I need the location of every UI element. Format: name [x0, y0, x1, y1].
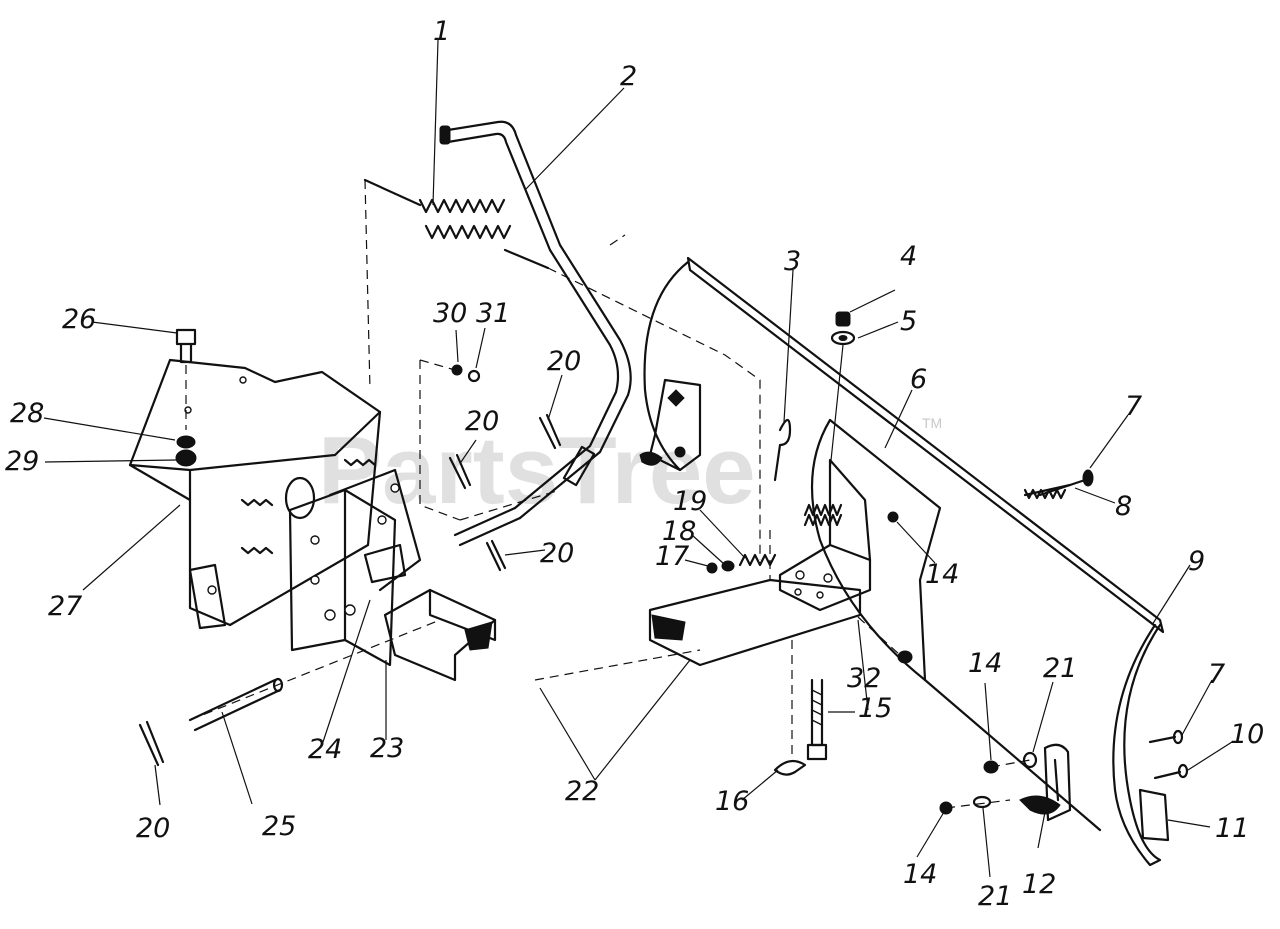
callout-12: 12	[1022, 869, 1056, 900]
callout-7-upper: 7	[1125, 391, 1142, 422]
callout-32: 32	[847, 663, 881, 694]
assembly-dashed-lines	[189, 179, 1031, 809]
callout-11: 11	[1215, 813, 1249, 844]
callout-18: 18	[662, 516, 696, 547]
callout-21-upper: 21	[1043, 653, 1077, 684]
mounting-bracket	[128, 358, 382, 630]
hardware	[138, 311, 1189, 815]
callout-19: 19	[673, 486, 707, 517]
callout-8: 8	[1115, 491, 1132, 522]
callout-7-lower: 7	[1208, 659, 1225, 690]
blade-angle-brace	[639, 378, 702, 472]
pivot-plates	[284, 468, 422, 667]
skid-shoe-plate	[1019, 743, 1072, 822]
callout-23: 23	[370, 733, 404, 764]
callout-3: 3	[784, 246, 801, 277]
callout-30: 30	[433, 298, 467, 329]
callout-20-bottom: 20	[136, 813, 170, 844]
callout-20-top: 20	[547, 346, 581, 377]
callout-15: 15	[858, 693, 892, 724]
callout-14-upper: 14	[925, 559, 959, 590]
callout-5: 5	[900, 306, 917, 337]
dozer-blade	[643, 256, 1170, 867]
callout-24: 24	[308, 734, 342, 765]
callout-10: 10	[1230, 719, 1264, 750]
callout-27: 27	[48, 591, 82, 622]
bolt-and-nut-stack	[175, 328, 197, 467]
callout-31: 31	[476, 298, 510, 329]
callout-29: 29	[5, 446, 39, 477]
callout-2: 2	[620, 61, 637, 92]
callout-17: 17	[655, 541, 689, 572]
spring	[363, 178, 550, 270]
callout-14-lower: 14	[903, 859, 937, 890]
callout-16: 16	[715, 786, 749, 817]
callout-14-middle: 14	[968, 648, 1002, 679]
callout-21-lower: 21	[978, 881, 1012, 912]
blade-bracket	[778, 458, 872, 612]
callout-25: 25	[262, 811, 296, 842]
callout-1: 1	[433, 16, 450, 47]
lift-handle	[439, 120, 632, 547]
callout-26: 26	[62, 304, 96, 335]
callout-20-middle: 20	[465, 406, 499, 437]
leader-lines	[43, 39, 1233, 878]
callout-28: 28	[10, 398, 44, 429]
callout-20-right: 20	[540, 538, 574, 569]
callout-6: 6	[910, 364, 927, 395]
callout-22: 22	[565, 776, 599, 807]
callout-4: 4	[900, 241, 917, 272]
watermark-trademark: TM	[922, 415, 942, 431]
callout-9: 9	[1188, 546, 1205, 577]
callout-labels: 1 2 3 4 5 6 7 7 8 9 10 11 12 14 14 14 15…	[5, 16, 1264, 912]
